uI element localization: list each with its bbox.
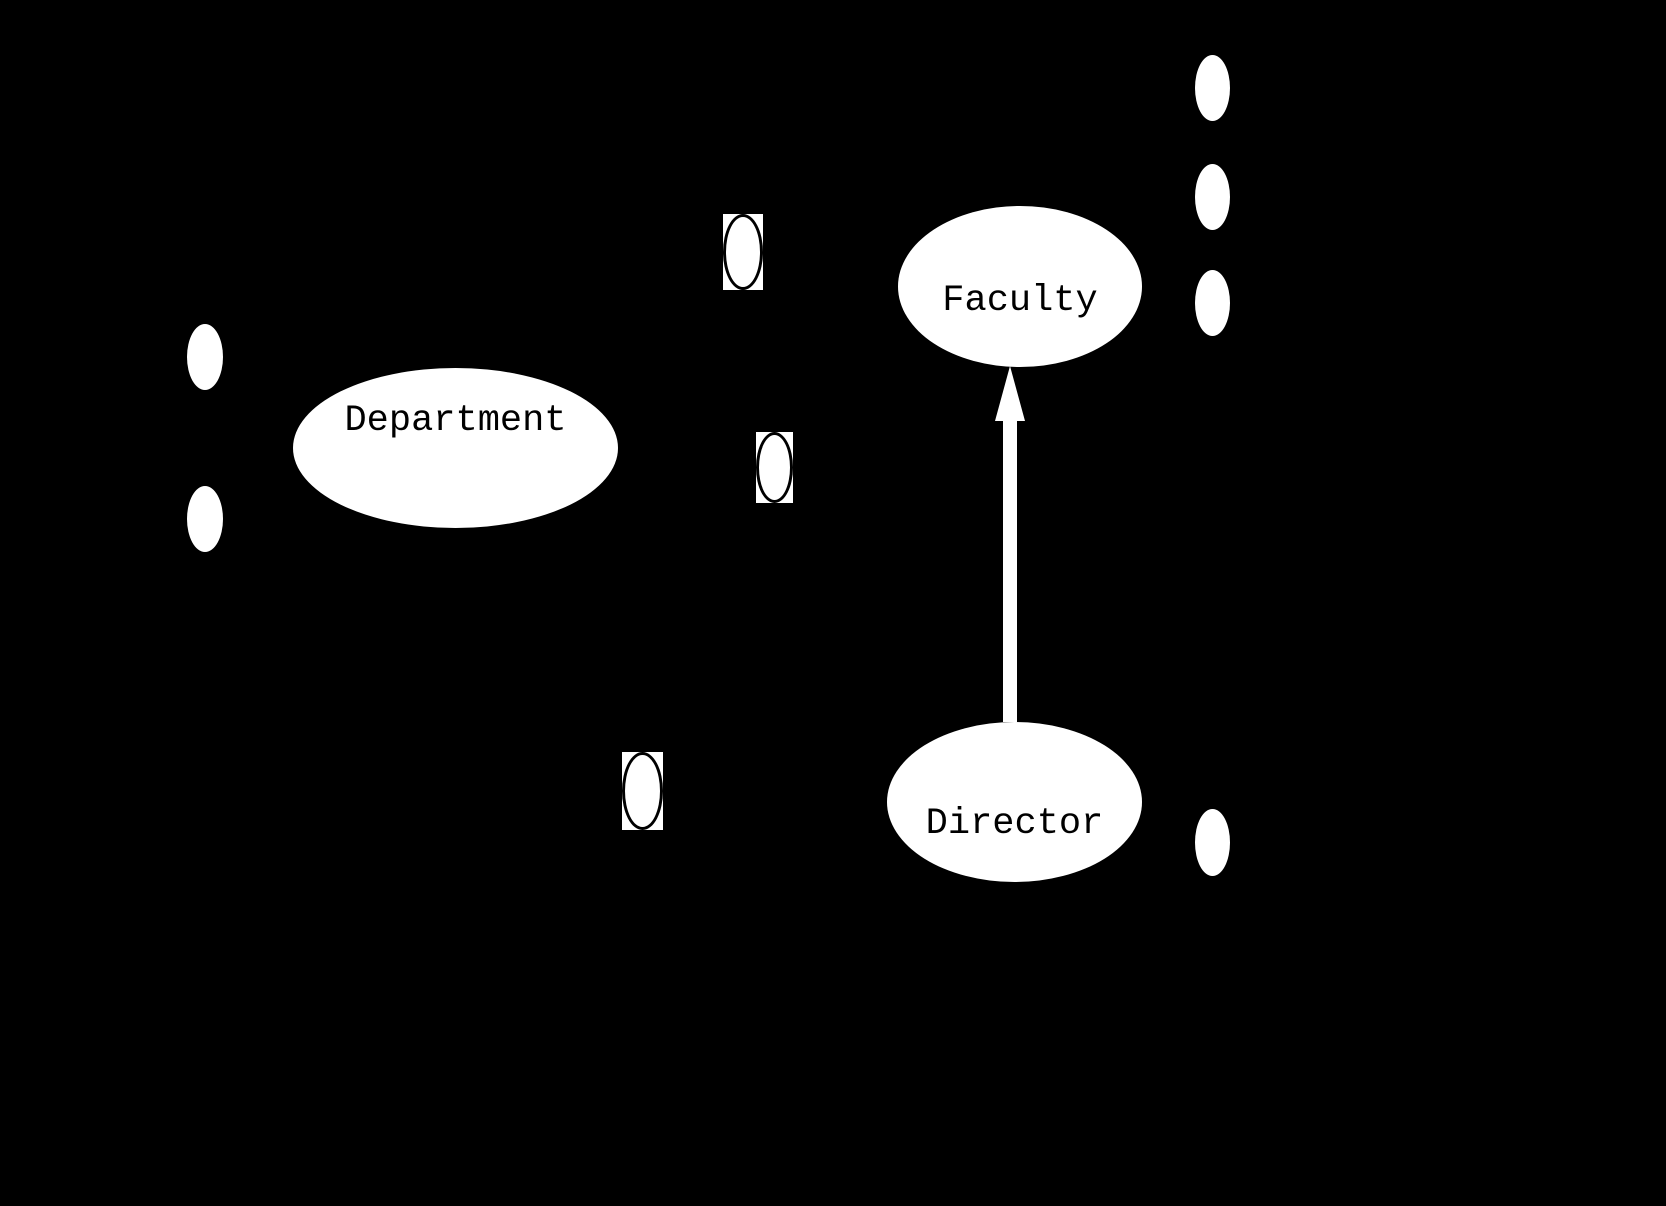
- isa-arrow-shaft: [1003, 418, 1017, 722]
- attribute-outlined-3-ellipse: [622, 752, 663, 830]
- attribute-dot-left-2: [187, 486, 223, 552]
- isa-arrow-head-icon: [995, 366, 1025, 421]
- attribute-outlined-2-ellipse: [756, 432, 793, 503]
- entity-director-label: Director: [925, 803, 1104, 845]
- entity-department: Department: [293, 368, 618, 528]
- attribute-outlined-1: [723, 214, 763, 290]
- attribute-dot-right-4: [1195, 809, 1230, 876]
- attribute-dot-right-1: [1195, 55, 1230, 121]
- attribute-dot-left-1: [187, 324, 223, 390]
- attribute-outlined-2: [756, 432, 793, 503]
- attribute-dot-right-2: [1195, 164, 1230, 230]
- entity-director: Director: [887, 722, 1142, 882]
- attribute-dot-right-3: [1195, 270, 1230, 336]
- entity-faculty: Faculty: [898, 206, 1142, 367]
- entity-department-label: Department: [344, 400, 567, 442]
- attribute-outlined-1-ellipse: [723, 214, 763, 290]
- entity-faculty-label: Faculty: [942, 279, 1098, 322]
- attribute-outlined-3: [622, 752, 663, 830]
